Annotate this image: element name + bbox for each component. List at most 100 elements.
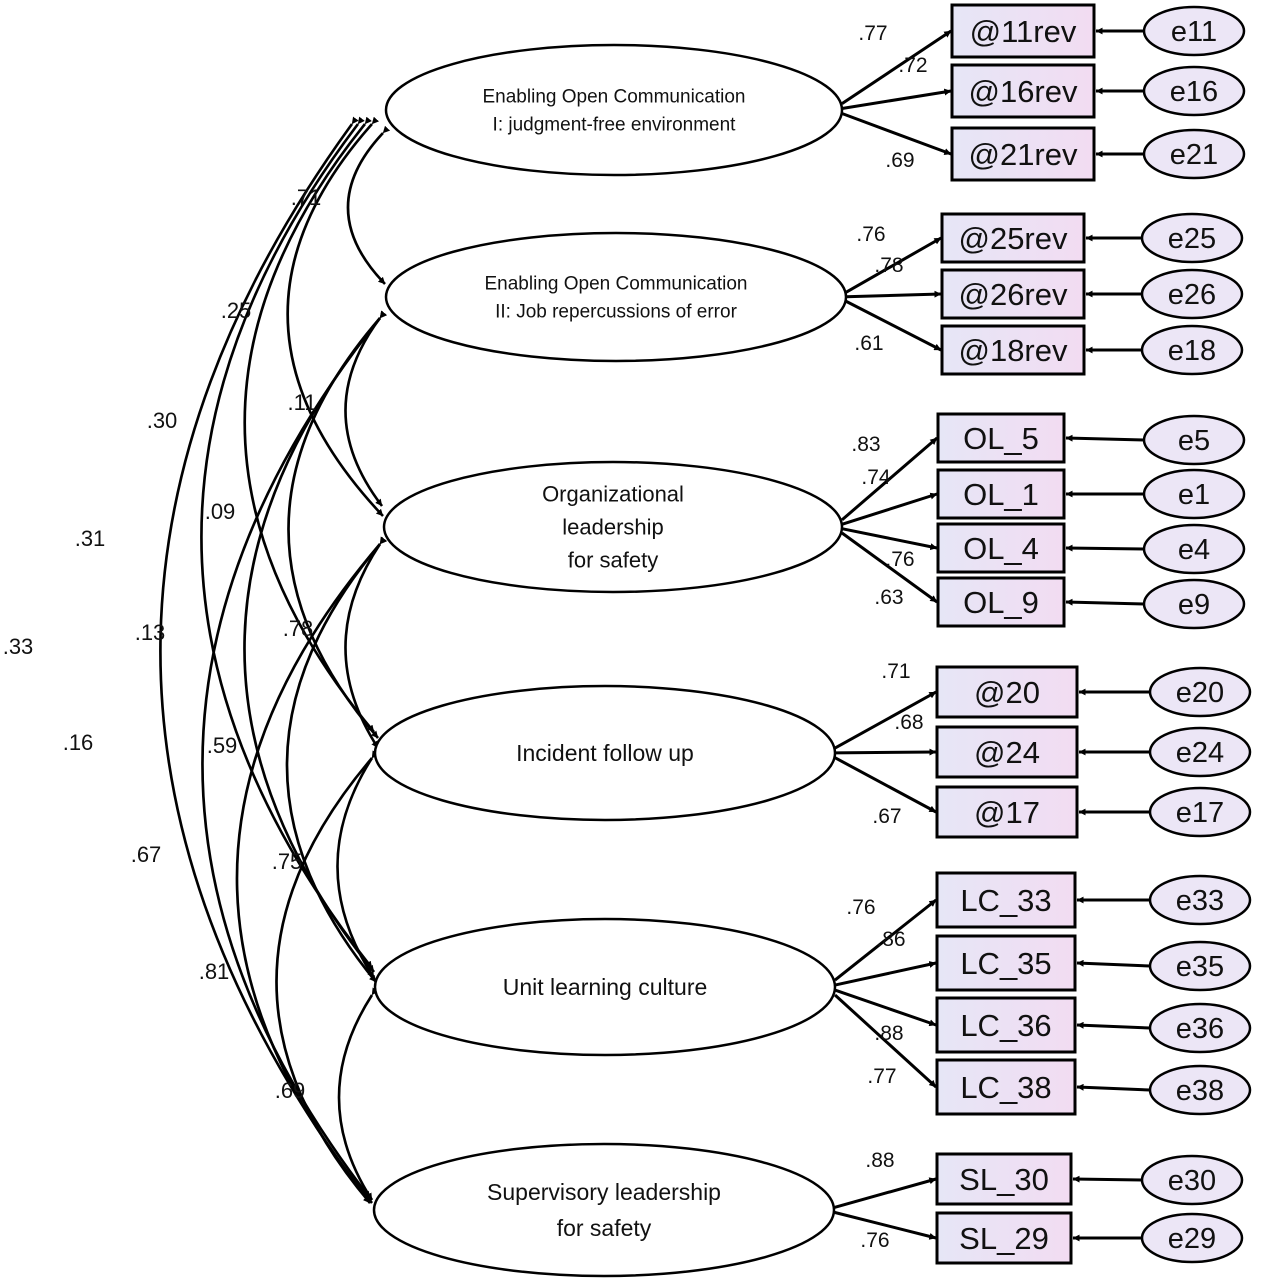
loading-path-ol-1 xyxy=(841,492,938,526)
indicator-label: LC_36 xyxy=(960,1008,1051,1043)
error-label: e18 xyxy=(1168,335,1216,367)
error-label: e16 xyxy=(1170,76,1218,108)
error-path-e4 xyxy=(1065,544,1145,552)
indicator-26rev: @26rev e26 xyxy=(940,268,1244,320)
correlation-arc-eoc1-ulc xyxy=(200,116,374,969)
indicator-box-17 xyxy=(935,785,1079,839)
loading-coefficient-ol-5: .83 xyxy=(851,433,880,456)
loading-path-21rev xyxy=(841,112,952,156)
correlation-coefficient-eoc1-ifu: .30 xyxy=(147,408,178,433)
latent-ellipse-eoc2 xyxy=(384,231,848,363)
correlation-arc-eoc1-ol xyxy=(286,116,384,517)
loading-coefficient-sl-29: .76 xyxy=(860,1229,889,1252)
error-label: e36 xyxy=(1176,1013,1224,1045)
correlation-arc-ol-ulc xyxy=(285,536,387,983)
error-term-e30 xyxy=(1140,1154,1244,1206)
indicator-label: OL_4 xyxy=(963,531,1039,566)
indicator-lc-36: LC_36 e36 xyxy=(935,996,1252,1054)
latent-ellipse-sl xyxy=(372,1142,836,1278)
latent-label-line: Incident follow up xyxy=(516,740,694,766)
error-label: e33 xyxy=(1176,885,1224,917)
error-term-e33 xyxy=(1148,874,1252,926)
indicator-ol-9: OL_9 e9 xyxy=(936,576,1246,630)
indicator-label: LC_38 xyxy=(960,1070,1051,1105)
loading-coefficient-26rev: .78 xyxy=(874,254,903,277)
loading-path-ol-9 xyxy=(841,531,938,604)
error-term-e20 xyxy=(1148,666,1252,718)
latent-label-line: I: judgment-free environment xyxy=(493,115,737,136)
loading-coefficient-21rev: .69 xyxy=(885,149,914,172)
indicator-label: OL_9 xyxy=(963,585,1039,620)
error-label: e26 xyxy=(1168,279,1216,311)
error-label: e21 xyxy=(1170,139,1218,171)
indicator-label: @11rev xyxy=(970,14,1077,49)
error-label: e35 xyxy=(1176,951,1224,983)
correlation-arc-ulc-sl xyxy=(337,987,379,1201)
indicator-label: @21rev xyxy=(968,137,1078,172)
loading-coefficient-lc-36: .88 xyxy=(874,1022,903,1045)
loading-paths-layer xyxy=(833,27,1151,1242)
latent-label-line: for safety xyxy=(557,1215,652,1241)
indicator-box-11rev xyxy=(950,3,1096,59)
correlation-coefficient-ol-ifu: .78 xyxy=(283,616,314,641)
error-label: e9 xyxy=(1178,589,1210,621)
loading-coefficient-20: .71 xyxy=(881,660,910,683)
indicator-label: LC_35 xyxy=(960,946,1051,981)
latent-ellipse-ol xyxy=(382,460,844,594)
loading-coefficient-lc-33: .76 xyxy=(846,896,875,919)
indicator-lc-35: LC_35 e35 xyxy=(935,934,1252,992)
correlation-arc-eoc1-eoc2 xyxy=(346,125,391,285)
indicator-label: @26rev xyxy=(958,277,1068,312)
correlation-arc-ol-sl xyxy=(235,536,387,1204)
loading-path-11rev xyxy=(841,29,952,105)
correlation-coefficient-eoc2-ol: .11 xyxy=(288,390,317,415)
error-term-e25 xyxy=(1140,212,1244,264)
loading-path-17 xyxy=(834,756,937,814)
correlation-coefficient-eoc1-sl: .33 xyxy=(3,634,34,659)
latent-ellipse-ulc xyxy=(373,917,837,1057)
indicator-box-24 xyxy=(935,725,1079,779)
error-term-e29 xyxy=(1140,1212,1244,1264)
correlation-arcs-layer xyxy=(159,116,391,1204)
latent-label-line: Supervisory leadership xyxy=(487,1179,721,1205)
indicator-box-16rev xyxy=(950,63,1096,119)
correlation-coefficient-eoc2-ifu: .09 xyxy=(205,499,236,524)
loading-coefficient-24: .68 xyxy=(894,711,923,734)
correlation-arc-eoc1-ifu xyxy=(243,116,375,733)
correlation-coefficient-eoc2-sl: .16 xyxy=(63,730,94,755)
correlation-coefficient-eoc1-eoc2: .71 xyxy=(291,185,322,210)
error-label: e24 xyxy=(1176,737,1224,769)
loading-path-25rev xyxy=(845,236,942,294)
indicator-label: @24 xyxy=(974,735,1040,770)
loading-coefficient-11rev: .77 xyxy=(858,22,887,45)
correlation-arc-ifu-sl xyxy=(275,750,379,1204)
nodes-layer: Enabling Open Communication I: judgment-f… xyxy=(372,3,1252,1278)
loading-path-lc-33 xyxy=(834,898,937,982)
loading-coefficient-16rev: .72 xyxy=(898,54,927,77)
indicator-box-sl-30 xyxy=(935,1152,1073,1206)
indicator-box-lc-38 xyxy=(935,1058,1077,1116)
indicator-box-21rev xyxy=(950,126,1096,182)
indicator-label: OL_5 xyxy=(963,421,1039,456)
error-term-e35 xyxy=(1148,940,1252,992)
error-label: e29 xyxy=(1168,1223,1216,1255)
error-term-e1 xyxy=(1142,468,1246,520)
error-term-e24 xyxy=(1148,726,1252,778)
loading-coefficient-18rev: .61 xyxy=(854,332,883,355)
loading-path-lc-35 xyxy=(834,961,937,987)
indicator-box-ol-5 xyxy=(936,412,1066,464)
loading-path-sl-29 xyxy=(833,1210,937,1240)
error-term-e11 xyxy=(1142,5,1246,57)
latent-factor-sl: Supervisory leadership for safety xyxy=(372,1142,836,1278)
error-term-e38 xyxy=(1148,1064,1252,1116)
loading-coefficient-17: .67 xyxy=(872,805,901,828)
correlation-coefficient-ifu-ulc: .75 xyxy=(272,849,303,874)
latent-label-line: Enabling Open Communication xyxy=(483,87,746,108)
loading-path-lc-36 xyxy=(834,988,937,1027)
